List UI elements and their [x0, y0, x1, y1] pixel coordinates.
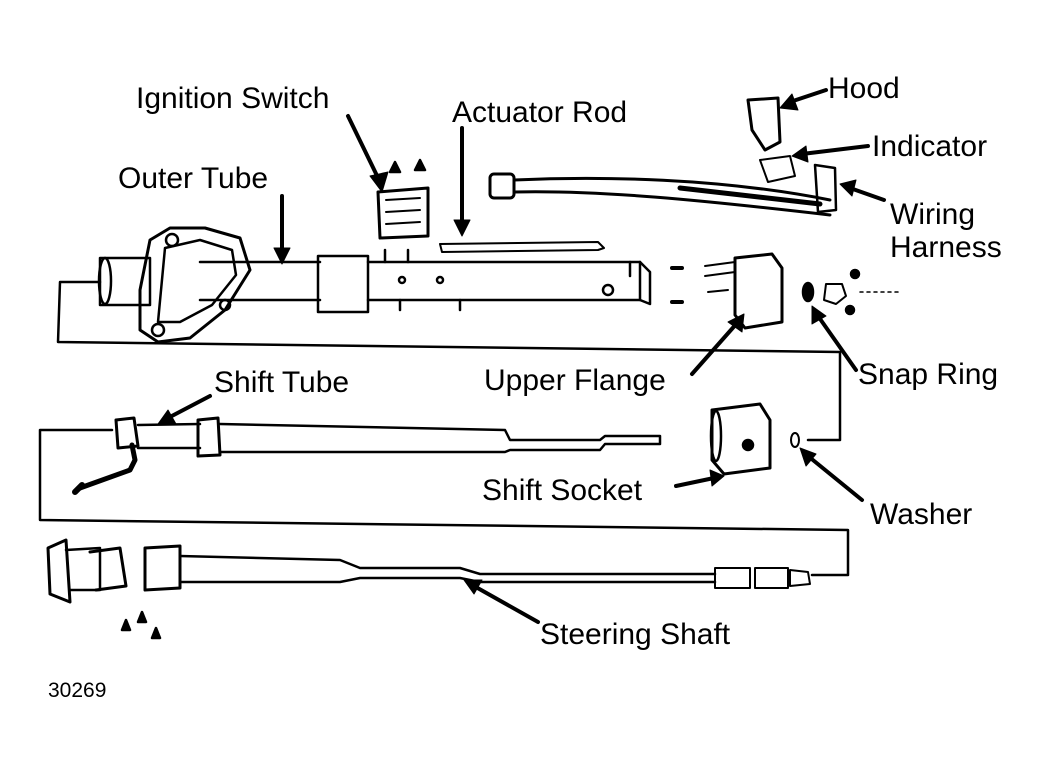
label-outer-tube: Outer Tube: [118, 162, 269, 195]
leader-arrows: [157, 88, 886, 624]
arrow-shift-socket: [674, 476, 716, 488]
snap-ring-part: [801, 268, 901, 316]
upper-flange-part: [670, 252, 784, 330]
hood-part: [746, 96, 782, 152]
wiring-harness-part: [488, 163, 838, 217]
label-steering-shaft: Steering Shaft: [540, 618, 731, 651]
label-wiring-harness-line2: Harness: [890, 231, 1002, 264]
steering-shaft-part: [46, 538, 811, 640]
arrow-washer: [806, 454, 864, 502]
label-wiring-harness-line1: Wiring: [890, 198, 976, 231]
ignition-switch-part: [376, 158, 430, 240]
actuator-rod-part: [439, 241, 605, 253]
arrow-steering-shaft: [472, 584, 540, 624]
arrow-shift-tube: [166, 394, 212, 420]
label-ignition-switch: Ignition Switch: [136, 82, 330, 115]
label-washer: Washer: [870, 498, 973, 531]
label-snap-ring: Snap Ring: [858, 358, 999, 391]
label-upper-flange: Upper Flange: [484, 364, 666, 397]
assembly-route-line: [56, 280, 842, 442]
label-hood: Hood: [828, 72, 900, 105]
label-indicator: Indicator: [872, 130, 988, 163]
outer-tube: [97, 226, 652, 344]
arrow-indicator: [800, 144, 870, 156]
arrow-wiring-harness: [848, 186, 886, 202]
arrow-hood: [788, 88, 828, 104]
assembly-route-line-2: [38, 428, 850, 577]
washer-part: [790, 432, 800, 448]
label-actuator-rod: Actuator Rod: [452, 96, 628, 129]
label-shift-socket: Shift Socket: [482, 474, 643, 507]
shift-tube-part: [72, 416, 662, 495]
indicator-part: [759, 155, 796, 183]
arrow-upper-flange: [690, 320, 740, 376]
shift-socket-part: [709, 402, 772, 476]
arrow-snap-ring: [816, 314, 858, 372]
label-shift-tube: Shift Tube: [214, 366, 350, 399]
figure-number: 30269: [48, 679, 107, 702]
